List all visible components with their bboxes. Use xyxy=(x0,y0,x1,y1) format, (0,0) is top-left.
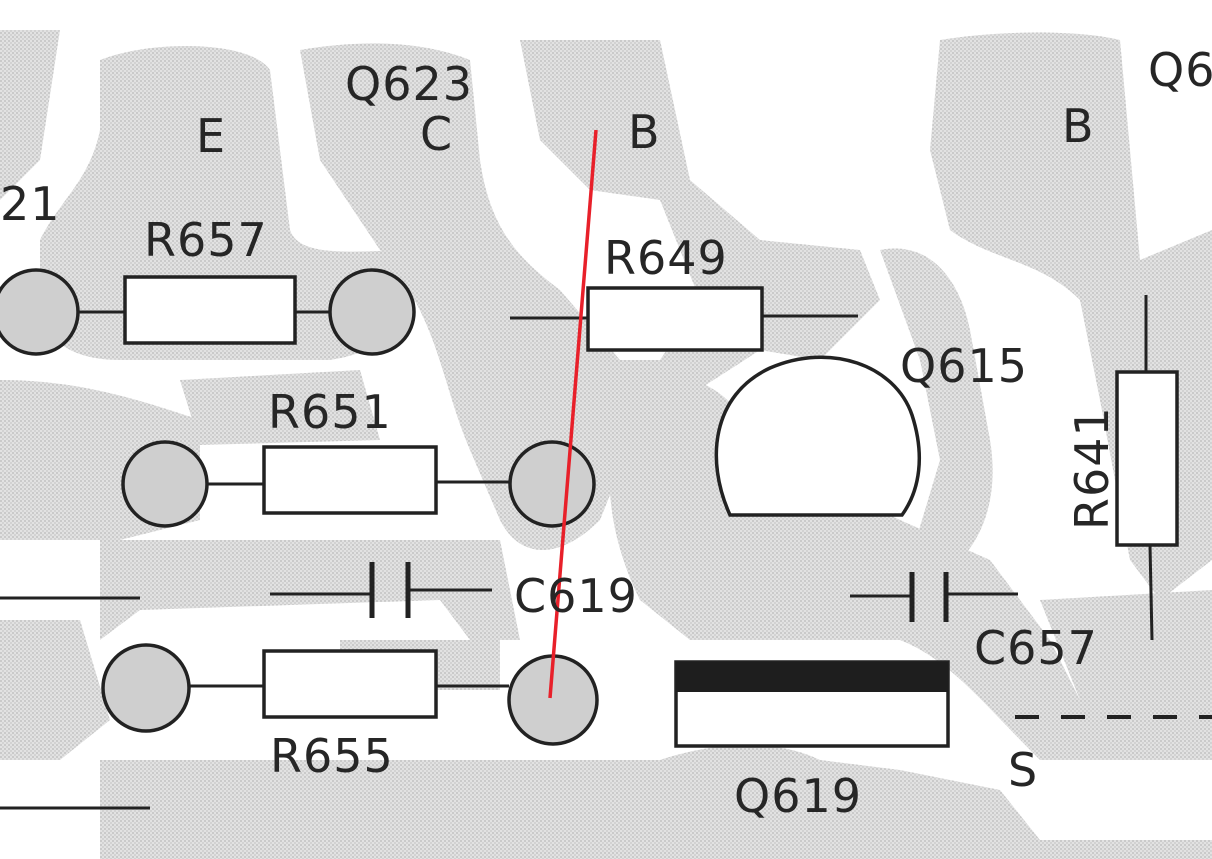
label-r641: R641 xyxy=(1065,406,1119,530)
label-b-left: B xyxy=(628,105,661,159)
pad-r651-left xyxy=(121,440,209,528)
label-c657: C657 xyxy=(974,621,1098,675)
transistor-q619 xyxy=(674,660,950,748)
resistor-body-r649 xyxy=(586,286,764,352)
transistor-tab-q619 xyxy=(676,662,948,692)
label-r649: R649 xyxy=(604,231,728,285)
label-r657: R657 xyxy=(144,213,268,267)
label-s: S xyxy=(1008,743,1038,797)
resistor-body-r651 xyxy=(262,445,438,515)
label-q623: Q623 xyxy=(345,57,473,111)
resistor-body-r655 xyxy=(262,649,438,719)
capacitor-c619 xyxy=(0,562,492,618)
resistor-r649 xyxy=(510,286,858,352)
label-e: E xyxy=(196,109,226,163)
transistor-q615 xyxy=(714,355,922,517)
label-r655: R655 xyxy=(270,729,394,783)
label-c: C xyxy=(420,107,453,161)
resistor-body-r657 xyxy=(123,275,297,345)
label-b-right: B xyxy=(1062,99,1095,153)
red-annotation-line xyxy=(548,129,598,699)
resistor-r655 xyxy=(101,643,599,746)
label-q6-partial: Q6 xyxy=(1148,43,1212,97)
pad-r657-right xyxy=(328,268,416,356)
pad-r655-left xyxy=(101,643,191,733)
resistor-body-r641 xyxy=(1115,370,1179,547)
label-q615: Q615 xyxy=(900,339,1028,393)
resistor-r641 xyxy=(1115,295,1179,641)
pad-r657-left xyxy=(0,268,80,356)
label-c619: C619 xyxy=(514,569,638,623)
pad-r651-right xyxy=(508,440,596,528)
resistor-r651 xyxy=(121,440,596,528)
label-r651: R651 xyxy=(268,385,392,439)
transistor-body-q615 xyxy=(714,355,922,517)
label-21: 21 xyxy=(0,177,61,231)
resistor-r657 xyxy=(0,268,416,356)
label-q619: Q619 xyxy=(734,769,862,823)
capacitor-c657 xyxy=(850,572,1018,622)
